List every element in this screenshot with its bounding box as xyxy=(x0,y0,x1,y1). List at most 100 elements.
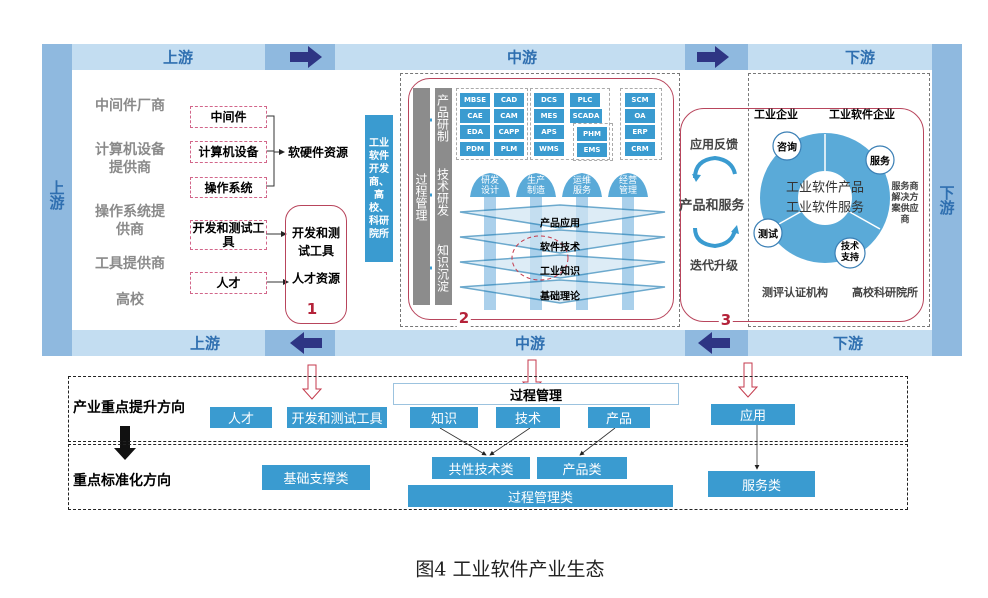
layer-software-tech: 软件技术 xyxy=(540,242,580,254)
center-services: 工业软件服务 xyxy=(785,200,865,216)
figure-caption: 图4 工业软件产业生态 xyxy=(415,558,605,581)
module-dcs: DCS xyxy=(534,93,564,107)
box-product-class: 产品类 xyxy=(537,457,627,479)
talent-resource: 人才资源 xyxy=(291,271,341,286)
app-feedback: 应用反馈 xyxy=(689,137,739,152)
module-phm: PHM xyxy=(577,127,607,141)
module-ems: EMS xyxy=(577,143,607,157)
row1-label: 产业重点提升方向 xyxy=(73,400,185,416)
section-number-3: 3 xyxy=(718,311,734,329)
node-tech-support: 技术支持 xyxy=(840,242,859,263)
module-plc: PLC xyxy=(570,93,600,107)
item-middleware: 中间件 xyxy=(190,106,267,128)
left-arrow-icon xyxy=(698,332,730,354)
module-capp: CAPP xyxy=(494,125,524,139)
test-cert-org: 测评认证机构 xyxy=(762,286,828,299)
module-cad: CAD xyxy=(494,93,524,107)
universities-institutes: 高校科研院所 xyxy=(852,286,918,299)
bottom-downstream-label: 下游 xyxy=(832,334,864,353)
module-cae: CAE xyxy=(460,109,490,123)
top-downstream-label: 下游 xyxy=(844,48,876,67)
module-plm: PLM xyxy=(494,142,524,156)
box-talent: 人才 xyxy=(210,407,272,428)
bottom-upstream-label: 上游 xyxy=(189,334,221,353)
bottom-midstream-label: 中游 xyxy=(514,334,546,353)
dome-ops-service: 运维服务 xyxy=(572,176,591,196)
provider-middleware: 中间件厂商 xyxy=(95,98,165,114)
side-product-dev: 产品研制 xyxy=(435,94,450,142)
module-erp: ERP xyxy=(625,125,655,139)
side-tech-rd: 技术研发 xyxy=(435,168,450,216)
box-process-class: 过程管理类 xyxy=(408,485,673,507)
rd-bar xyxy=(435,88,452,305)
module-mes: MES xyxy=(534,109,564,123)
node-service: 服务 xyxy=(870,156,890,168)
box-knowledge: 知识 xyxy=(410,407,478,428)
bottom-band xyxy=(72,330,932,356)
standardization-frame xyxy=(68,444,908,510)
module-pdm: PDM xyxy=(460,142,490,156)
box-product: 产品 xyxy=(588,407,650,428)
right-arrow-icon xyxy=(290,46,322,68)
box-service-class: 服务类 xyxy=(708,471,815,497)
section-3-box xyxy=(680,108,924,322)
item-talent: 人才 xyxy=(190,272,267,294)
iterative-upgrade: 迭代升级 xyxy=(689,258,739,273)
node-testing: 测试 xyxy=(758,229,778,241)
module-group-4 xyxy=(620,88,662,160)
module-mbse: MBSE xyxy=(460,93,490,107)
process-mgmt-banner: 过程管理 xyxy=(393,383,679,405)
software-enterprise: 工业软件企业 xyxy=(829,108,895,121)
downstream-dashed-frame xyxy=(748,73,930,327)
tools-resource: 开发和测试工具 xyxy=(291,226,340,258)
right-arrow-icon xyxy=(697,46,729,68)
box-tools: 开发和测试工具 xyxy=(287,407,387,428)
process-mgmt-bar: 过程管理 xyxy=(413,88,430,305)
dome-rd-design: 研发设计 xyxy=(480,176,499,196)
box-tech: 技术 xyxy=(496,407,560,428)
top-upstream-label: 上游 xyxy=(162,48,194,67)
top-band xyxy=(72,44,932,70)
center-products: 工业软件产品 xyxy=(785,180,865,196)
solution-provider: 服务商解决方案供应商 xyxy=(891,182,919,225)
row2-label: 重点标准化方向 xyxy=(73,473,171,489)
midstream-dashed-frame xyxy=(400,73,680,327)
node-consulting: 咨询 xyxy=(777,142,797,154)
layer-product-application: 产品应用 xyxy=(540,218,580,230)
module-scm: SCM xyxy=(625,93,655,107)
layer-basic-theory: 基础理论 xyxy=(540,291,580,303)
top-midstream-label: 中游 xyxy=(506,48,538,67)
provider-computer: 计算机设备提供商 xyxy=(95,142,165,176)
developer-box: 工业软件开发商、高校、科研院所 xyxy=(365,115,393,262)
dome-manufacturing: 生产制造 xyxy=(526,176,545,196)
products-and-services: 产品和服务 xyxy=(679,198,745,214)
section-number-2: 2 xyxy=(456,309,472,327)
item-os: 操作系统 xyxy=(190,177,267,198)
provider-tools: 工具提供商 xyxy=(95,256,165,272)
right-downstream-label: 下游 xyxy=(937,185,956,215)
down-arrow-icon xyxy=(114,426,136,460)
section-1-box xyxy=(285,205,347,324)
provider-university: 高校 xyxy=(116,292,144,308)
industrial-enterprise: 工业企业 xyxy=(754,108,798,121)
module-group-3 xyxy=(573,123,613,161)
right-band xyxy=(932,44,962,356)
item-tools: 开发和测试工具 xyxy=(190,220,267,250)
box-common-tech: 共性技术类 xyxy=(432,457,530,479)
module-aps: APS xyxy=(534,125,564,139)
layer-industrial-knowledge: 工业知识 xyxy=(540,266,580,278)
module-group-1 xyxy=(456,88,528,160)
module-scada: SCADA xyxy=(570,109,602,123)
section-number-1: 1 xyxy=(306,300,318,318)
dome-business-mgmt: 经营管理 xyxy=(618,176,637,196)
module-crm: CRM xyxy=(625,142,655,156)
module-eda: EDA xyxy=(460,125,490,139)
section-2-box xyxy=(408,78,674,320)
left-band xyxy=(42,44,72,356)
box-basic-support: 基础支撑类 xyxy=(262,465,370,490)
hw-sw-resources: 软硬件资源 xyxy=(287,145,349,160)
box-application: 应用 xyxy=(711,404,795,425)
module-group-2 xyxy=(530,88,610,160)
